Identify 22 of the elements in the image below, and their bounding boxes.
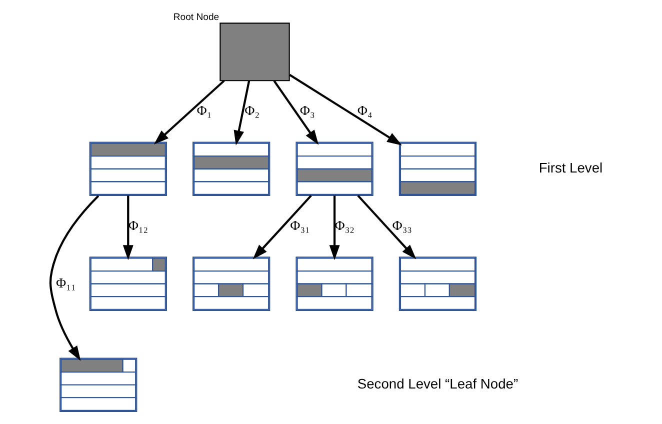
arrow [48, 195, 99, 361]
edge-label: Φ₃ [299, 103, 314, 118]
arrow [153, 80, 224, 144]
arrow [122, 196, 133, 260]
arrow [328, 196, 340, 260]
edge-label: Φ₂ [244, 103, 260, 118]
arrow [233, 80, 250, 146]
edge-label: Φ₃₂ [334, 218, 354, 233]
arrow [288, 74, 402, 146]
arrow [272, 80, 318, 145]
arrow [356, 194, 416, 260]
edge-label: Φ₁₂ [128, 218, 148, 233]
label: First Level [538, 160, 602, 176]
edge-label: Φ₁₁ [56, 275, 76, 290]
edge-label: Φ₃₁ [290, 218, 310, 233]
edge-label: Φ₁ [196, 103, 212, 118]
label: Second Level “Leaf Node” [356, 376, 518, 392]
node-label: Root Node [172, 12, 219, 24]
node-box [219, 22, 290, 82]
edge-label: Φ₃₃ [392, 218, 412, 233]
edge-label: Φ₄ [356, 103, 372, 118]
arrow [252, 194, 312, 260]
